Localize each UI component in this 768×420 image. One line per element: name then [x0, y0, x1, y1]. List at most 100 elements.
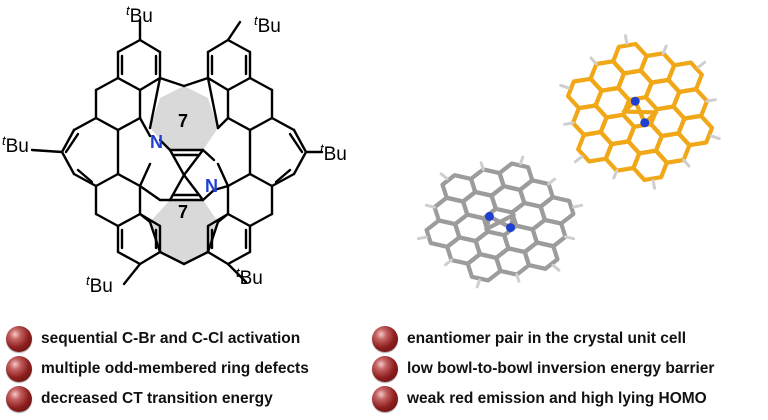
model-hydrogen: [479, 161, 485, 171]
tbu-label-sup: t: [236, 265, 241, 280]
bond-line: [64, 132, 80, 154]
heptagon-ring-bottom: [150, 200, 218, 264]
enantiomer-orange-model: [559, 34, 721, 190]
model-hydrogen: [696, 60, 707, 69]
model-nitrogen-atom: [484, 211, 494, 221]
bullet-ball-icon: [372, 386, 398, 412]
bond-line: [148, 220, 162, 254]
model-ring: [671, 87, 710, 121]
bond-lines: [30, 18, 324, 286]
model-hydrogen: [573, 155, 584, 164]
tbu-label-sup: t: [254, 13, 259, 28]
model-hydrogen: [661, 44, 668, 55]
bond-line: [138, 184, 162, 202]
bond-line: [226, 20, 242, 42]
bond-line: [292, 150, 308, 176]
bond-line: [168, 148, 186, 177]
enantiomer-grey-model: [416, 155, 584, 289]
bond-line: [182, 148, 205, 177]
bond-line: [226, 172, 252, 188]
bond-line: [248, 76, 274, 92]
bullet-ball-icon: [372, 356, 398, 382]
model-nitrogen-atom: [506, 223, 516, 233]
bullet-ball-icon: [6, 356, 32, 382]
model-nitrogen-atom: [630, 96, 640, 106]
bullet-item: decreased CT transition energy: [6, 384, 309, 414]
model-hydrogen: [439, 172, 449, 181]
bond-line: [226, 38, 252, 54]
bond-line: [138, 76, 162, 92]
tbu-label-sup: t: [2, 133, 7, 148]
atom-labels: N N 7 7: [150, 111, 218, 222]
model-hydrogen: [682, 158, 691, 168]
tbu-label-sup: t: [320, 141, 325, 156]
bond-line: [248, 212, 274, 228]
bond-line: [138, 116, 152, 138]
model-hydrogen: [551, 263, 561, 272]
bullet-item: enantiomer pair in the crystal unit cell: [372, 324, 714, 354]
bullet-column-left: sequential C-Br and C-Cl activation mult…: [6, 324, 309, 414]
model-hydrogen: [547, 177, 557, 186]
bond-line: [216, 212, 230, 224]
tbu-label: tBu: [126, 3, 153, 27]
model-hydrogen: [475, 278, 481, 289]
bond-line: [116, 250, 142, 266]
nitrogen-atom-2: N: [205, 176, 218, 196]
bond-line: [30, 148, 64, 154]
bond-line: [206, 220, 220, 254]
tbu-label-sup: t: [86, 273, 91, 288]
tbu-label-sup: t: [126, 3, 131, 18]
bullet-item: sequential C-Br and C-Cl activation: [6, 324, 309, 354]
bond-line: [138, 212, 152, 224]
bond-line: [270, 116, 296, 132]
bond-line: [138, 250, 162, 266]
tbu-label: tBu: [86, 273, 113, 297]
bond-line: [182, 250, 210, 266]
bullet-item: low bowl-to-bowl inversion energy barrie…: [372, 354, 714, 384]
bond-line: [94, 116, 120, 132]
bond-line: [206, 38, 230, 54]
bond-line: [201, 188, 216, 202]
bond-line: [206, 76, 230, 92]
bond-line: [158, 138, 172, 152]
model-hydrogen: [589, 56, 598, 66]
bond-line: [226, 262, 248, 284]
bond-line: [201, 148, 216, 162]
tbu-label: tBu: [236, 265, 263, 289]
bond-line: [292, 128, 308, 154]
bond-line: [116, 38, 142, 54]
tbu-label: tBu: [254, 13, 281, 37]
nitrogen-atom-1: N: [150, 132, 163, 152]
ring-size-label-bottom: 7: [178, 202, 188, 222]
bond-line: [248, 172, 274, 188]
model-hydrogen: [651, 179, 657, 190]
bond-line: [206, 76, 220, 130]
bond-line: [182, 76, 210, 88]
model-hydrogen: [709, 134, 721, 141]
bullet-column-right: enantiomer pair in the crystal unit cell…: [372, 324, 714, 414]
bullet-ball-icon: [6, 326, 32, 352]
tbu-label-main: Bu: [240, 268, 263, 289]
model-hydrogen: [612, 169, 619, 180]
bond-line: [226, 250, 252, 266]
model-nitrogen-atom: [640, 118, 650, 128]
bond-line: [148, 76, 162, 130]
bond-line: [168, 173, 186, 202]
bond-line: [116, 212, 142, 228]
bullet-text: multiple odd-membered ring defects: [41, 360, 309, 377]
bond-line: [116, 116, 142, 132]
bond-line: [274, 168, 292, 184]
chemical-structure: [30, 18, 324, 286]
bond-line: [226, 212, 252, 228]
bond-line: [116, 172, 142, 188]
tbu-label-main: Bu: [90, 276, 113, 297]
bond-line: [216, 116, 230, 130]
bond-line: [138, 38, 162, 54]
tbu-label-main: Bu: [324, 144, 347, 165]
bond-line: [76, 168, 94, 184]
model-core-bond: [484, 219, 503, 232]
bond-line: [94, 76, 120, 92]
feature-bullet-list: sequential C-Br and C-Cl activation mult…: [0, 324, 768, 420]
